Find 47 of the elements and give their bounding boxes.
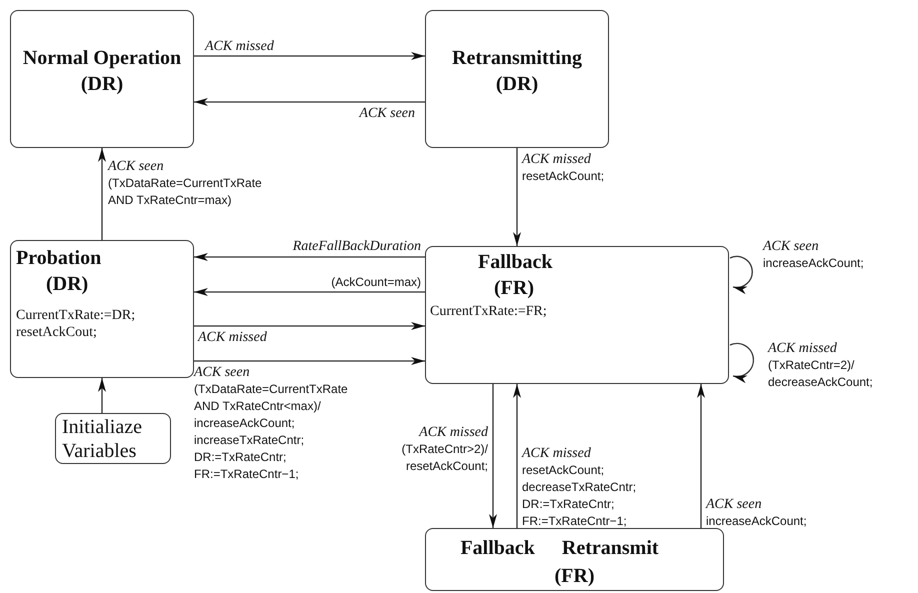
state-box — [425, 246, 729, 384]
transition-arrow — [194, 52, 425, 60]
state-text: (FR) — [554, 564, 596, 589]
edge-label: ACK missed (TxRateCntr=2)/ decreaseAckCount; — [768, 340, 874, 391]
state-text: CurrentTxRate:=FR; — [430, 303, 548, 320]
edge-label: ACK seen (TxDataRate=CurrentTxRate AND TxRateCntr=max) — [108, 158, 263, 209]
transition-arrow — [513, 384, 521, 528]
state-text: (DR) — [80, 72, 124, 97]
state-text: (DR) — [45, 272, 90, 297]
transition-arrow — [194, 357, 425, 365]
edge-label: ACK seen increaseAckCount; — [763, 238, 865, 272]
edge-label: ACK seen (TxDataRate=CurrentTxRate AND TxRateCntr<max)/ increaseAckCount; increaseTxRateCntr; DR:=TxRateCntr; FR:=TxRateCntr−1; — [194, 364, 349, 483]
transition-arrow — [513, 148, 521, 246]
transition-arrow — [730, 342, 754, 382]
state-box — [10, 10, 194, 148]
edge-label: ACK missed — [198, 329, 268, 346]
state-text: resetAckCout; — [16, 324, 98, 341]
state-text: Fallback — [477, 250, 554, 275]
transition-arrow — [194, 288, 425, 296]
state-text: Initialiaze Variables — [62, 415, 143, 463]
transition-arrow — [194, 322, 425, 330]
state-text: Probation — [16, 246, 102, 271]
state-text: Normal Operation — [22, 46, 182, 71]
edge-label: ACK missed resetAckCount; — [522, 151, 606, 185]
state-text: CurrentTxRate:=DR; — [16, 307, 136, 324]
state-box — [425, 528, 724, 591]
state-text: Retransmitting — [451, 46, 583, 71]
transition-arrow — [730, 256, 753, 294]
transition-arrow — [697, 384, 705, 528]
state-text: (FR) — [493, 276, 535, 301]
edge-label: ACK seen increaseAckCount; — [706, 496, 808, 530]
edge-label: ACK missed resetAckCount; decreaseTxRateCntr; DR:=TxRateCntr; FR:=TxRateCntr−1; — [522, 445, 638, 530]
state-box — [425, 10, 609, 148]
state-box — [10, 240, 194, 378]
edge-label: ACK seen — [358, 105, 415, 122]
state-text: Fallback Retransmit — [459, 536, 660, 561]
transition-arrow — [98, 378, 106, 413]
transition-arrow — [194, 253, 425, 261]
edge-label: ACK missed — [205, 38, 275, 55]
edge-label: (AckCount=max) — [330, 274, 421, 291]
transition-arrow — [98, 148, 106, 240]
edge-label: ACK missed (TxRateCntr>2)/ resetAckCount; — [400, 424, 488, 475]
edge-label: RateFallBackDuration — [292, 238, 421, 255]
state-text: (DR) — [494, 72, 540, 97]
state-box — [55, 413, 171, 464]
transition-arrow — [489, 384, 497, 528]
transition-arrow — [194, 98, 425, 106]
